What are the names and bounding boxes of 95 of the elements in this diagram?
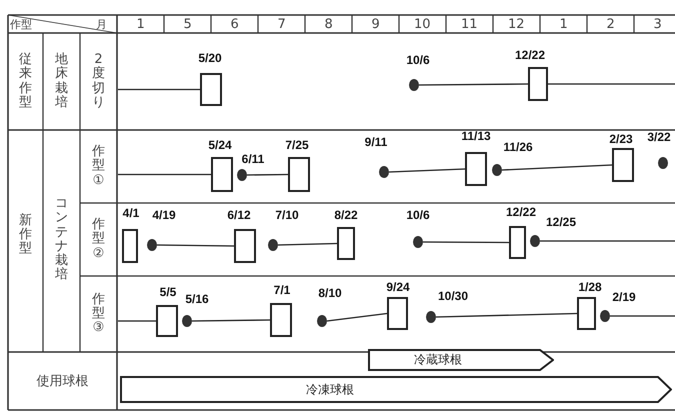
header-cell: 1 (560, 16, 568, 32)
date-label: 11/13 (461, 129, 491, 143)
square-marker (270, 303, 292, 337)
square-marker (465, 152, 487, 186)
timeline-line (326, 312, 388, 322)
header-cell: 10 (414, 16, 431, 32)
dot-marker (317, 315, 327, 327)
date-label: 8/10 (318, 286, 342, 300)
period-bar: 冷蔵球根 (368, 349, 554, 371)
dot-marker (147, 239, 157, 251)
square-marker (337, 227, 355, 260)
row-header: コンテナ栽培 (55, 197, 68, 283)
square-marker (211, 157, 233, 192)
header-cell: 11 (461, 16, 478, 32)
dot-marker (492, 164, 502, 176)
square-marker (612, 148, 634, 182)
date-label: 10/6 (406, 208, 430, 222)
timeline-line (548, 83, 675, 85)
row-header: 作型③ (92, 292, 105, 336)
timeline-line (157, 244, 234, 247)
square-marker (528, 67, 548, 101)
row-header: 従来作型 (19, 53, 32, 110)
row-header: 作型① (92, 145, 105, 188)
header-cell: 12 (508, 16, 525, 32)
date-label: 10/30 (438, 289, 468, 303)
date-label: 12/25 (546, 215, 576, 229)
dot-marker (600, 310, 610, 322)
timeline-line (388, 168, 466, 173)
header-cell: 6 (230, 16, 239, 32)
date-label: 9/24 (386, 280, 410, 294)
date-label: 4/19 (152, 208, 176, 222)
dot-marker (182, 315, 192, 327)
header-cell: 8 (324, 16, 333, 32)
timeline-line (118, 174, 211, 176)
row-header: 2度切り (92, 53, 105, 110)
date-label: 5/20 (198, 51, 222, 65)
header-cell: 5 (184, 16, 192, 32)
square-marker (577, 297, 596, 330)
row-header: 新作型 (19, 214, 32, 256)
timeline-line (118, 88, 200, 90)
row-header: 作型② (92, 218, 105, 261)
dot-marker (530, 235, 540, 247)
square-marker (387, 297, 408, 330)
dot-marker (413, 236, 423, 248)
date-label: 12/22 (514, 48, 546, 62)
date-label: 4/1 (122, 206, 140, 220)
timeline-line (192, 319, 270, 322)
timeline-line (502, 164, 612, 171)
date-label: 10/6 (406, 53, 430, 67)
square-marker (288, 157, 310, 192)
timeline-line (540, 240, 675, 242)
dot-marker (379, 166, 389, 178)
date-label: 2/19 (612, 290, 636, 304)
timeline-line (419, 83, 528, 86)
date-label: 9/11 (364, 135, 388, 149)
dot-marker (426, 311, 436, 323)
date-label: 6/12 (227, 208, 251, 222)
date-label: 5/16 (185, 292, 209, 306)
date-label: 5/24 (208, 138, 232, 152)
dot-marker (237, 169, 247, 181)
date-label: 3/22 (647, 130, 671, 144)
date-label: 8/22 (334, 208, 358, 222)
date-label: 6/11 (242, 152, 264, 166)
header-cell: 1 (136, 16, 145, 32)
date-label: 1/28 (578, 280, 602, 294)
header-cell: 作型 (10, 16, 32, 32)
timeline-line (247, 174, 288, 176)
square-marker (156, 305, 178, 337)
square-marker (234, 229, 256, 263)
timeline-line (436, 312, 578, 318)
timeline-line (423, 241, 509, 244)
date-label: 5/5 (160, 285, 176, 299)
date-label: 7/25 (285, 138, 309, 152)
timeline-line (610, 315, 675, 317)
period-bar: 冷凍球根 (120, 376, 672, 403)
row-header: 地床栽培 (55, 53, 68, 110)
header-cell: 月 (96, 16, 107, 32)
header-cell: 9 (372, 16, 380, 32)
square-marker (122, 229, 138, 263)
date-label: 7/1 (274, 283, 290, 297)
date-label: 7/10 (275, 208, 299, 222)
dot-marker (409, 79, 419, 91)
header-cell: 3 (654, 16, 662, 32)
date-label: 11/26 (503, 140, 533, 154)
header-cell: 2 (606, 16, 615, 32)
dot-marker (658, 157, 668, 169)
header-cell: 7 (278, 16, 286, 32)
square-marker (200, 73, 222, 106)
square-marker (509, 226, 526, 259)
row-header: 使用球根 (36, 373, 88, 390)
date-label: 12/22 (506, 205, 536, 219)
date-label: 2/23 (609, 132, 633, 146)
timeline-line (278, 242, 338, 246)
dot-marker (268, 239, 278, 251)
timeline-line (118, 320, 156, 322)
